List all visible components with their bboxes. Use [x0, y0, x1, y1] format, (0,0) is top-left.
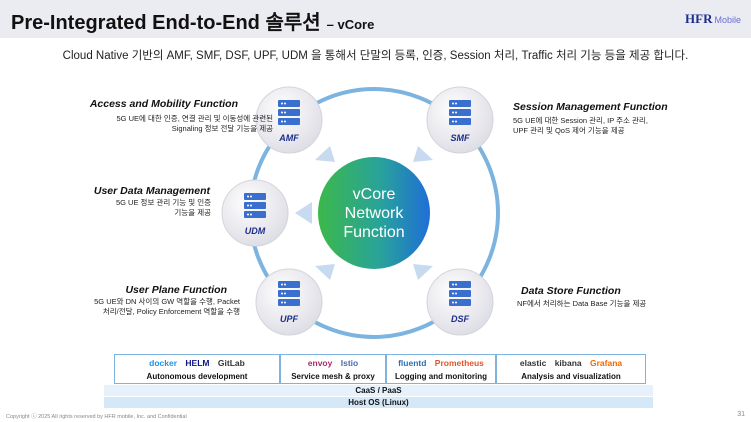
node-dsf: DSF: [426, 268, 494, 336]
server-icon: [449, 100, 471, 125]
amf-function-title: Access and Mobility Function: [89, 98, 238, 110]
server-icon: [244, 193, 266, 218]
upf-desc-line1: 5G UE와 DN 사이의 GW 역할을 수행, Packet: [94, 297, 240, 306]
center-line2: Network: [345, 205, 405, 222]
analysis-visualization-box: elastic kibana Grafana Analysis and visu…: [496, 354, 646, 384]
intro-text: Cloud Native 기반의 AMF, SMF, DSF, UPF, UDM…: [62, 50, 689, 62]
node-amf: AMF: [255, 86, 323, 154]
envoy-logo: envoy: [307, 358, 333, 368]
upf-desc-line2: 처리/전달, Policy Enforcement 역할을 수행: [102, 307, 240, 316]
page-number: 31: [737, 411, 745, 418]
logo-sub: Mobile: [714, 15, 741, 25]
helm-logo: HELM: [185, 358, 210, 368]
node-amf-label: AMF: [278, 133, 299, 143]
tool-logos: envoy Istio: [281, 358, 385, 368]
node-smf: SMF: [426, 86, 494, 154]
node-udm: UDM: [221, 179, 289, 247]
upf-function-title: User Plane Function: [125, 284, 227, 296]
service-mesh-box: envoy Istio Service mesh & proxy: [280, 354, 386, 384]
node-dsf-label: DSF: [451, 314, 470, 324]
server-icon: [449, 281, 471, 306]
udm-function-title: User Data Management: [93, 185, 210, 197]
logo-main: HFR: [685, 11, 713, 26]
tool-logos: docker HELM GitLab: [115, 358, 279, 368]
center-line3: Function: [343, 224, 404, 241]
udm-desc-line1: 5G UE 정보 관리 기능 및 인증: [115, 198, 211, 207]
copyright-footer: Copyright ⓒ 2025 All rights reserved by …: [6, 414, 187, 420]
upf-function-desc: 5G UE와 DN 사이의 GW 역할을 수행, Packet 처리/전달, P…: [30, 297, 240, 317]
header-bar: Pre-Integrated End-to-End 솔루션 – vCore HFR…: [0, 0, 751, 38]
istio-logo: Istio: [340, 358, 359, 368]
host-os-bar: Host OS (Linux): [104, 397, 653, 408]
tool-logos: elastic kibana Grafana: [497, 358, 645, 368]
amf-desc-line1: 5G UE에 대한 인증, 연결 관리 및 이동성에 관련된: [116, 114, 273, 123]
udm-function-desc: 5G UE 정보 관리 기능 및 인증 기능을 제공: [51, 198, 211, 218]
center-line1: vCore: [353, 186, 396, 203]
logging-monitoring-box: fluentd Prometheus Logging and monitorin…: [386, 354, 496, 384]
box-label: Analysis and visualization: [521, 372, 621, 381]
kibana-logo: kibana: [554, 358, 582, 368]
docker-logo: docker: [149, 358, 178, 368]
page-title: Pre-Integrated End-to-End 솔루션 – vCore: [11, 6, 374, 35]
elastic-logo: elastic: [519, 358, 547, 368]
dsf-desc-line1: NF에서 처리하는 Data Base 기능을 제공: [517, 299, 647, 308]
box-label: Logging and monitoring: [395, 372, 487, 381]
fluentd-logo: fluentd: [398, 358, 427, 368]
center-circle: [318, 157, 430, 269]
box-label: Autonomous development: [146, 372, 248, 381]
dsf-function-desc: NF에서 처리하는 Data Base 기능을 제공: [517, 299, 727, 309]
node-smf-label: SMF: [451, 133, 471, 143]
amf-function-desc: 5G UE에 대한 인증, 연결 관리 및 이동성에 관련된 Signaling…: [73, 114, 273, 134]
smf-desc-line1: 5G UE에 대한 Session 관리, IP 주소 관리,: [513, 116, 648, 125]
smf-function-desc: 5G UE에 대한 Session 관리, IP 주소 관리, UPF 관리 및…: [513, 116, 713, 136]
title-subtitle: – vCore: [326, 17, 375, 32]
tool-logos: fluentd Prometheus: [387, 358, 495, 368]
node-upf: UPF: [255, 268, 323, 336]
server-icon: [278, 281, 300, 306]
node-udm-label: UDM: [245, 226, 266, 236]
grafana-logo: Grafana: [590, 358, 623, 368]
smf-function-title: Session Management Function: [513, 101, 668, 113]
box-label: Service mesh & proxy: [291, 372, 375, 381]
arrow-icon: [295, 146, 433, 280]
smf-desc-line2: UPF 관리 및 QoS 제어 기능을 제공: [513, 126, 625, 135]
node-upf-label: UPF: [280, 314, 299, 324]
gitlab-logo: GitLab: [217, 358, 245, 368]
autonomous-development-box: docker HELM GitLab Autonomous developmen…: [114, 354, 280, 384]
title-main: Pre-Integrated End-to-End 솔루션: [11, 12, 321, 34]
udm-desc-line2: 기능을 제공: [174, 208, 211, 217]
caas-paas-bar: CaaS / PaaS: [104, 385, 653, 396]
server-icon: [278, 100, 300, 125]
prometheus-logo: Prometheus: [434, 358, 484, 368]
amf-desc-line2: Signaling 정보 전달 기능을 제공: [171, 124, 273, 133]
dsf-function-title: Data Store Function: [521, 285, 621, 297]
